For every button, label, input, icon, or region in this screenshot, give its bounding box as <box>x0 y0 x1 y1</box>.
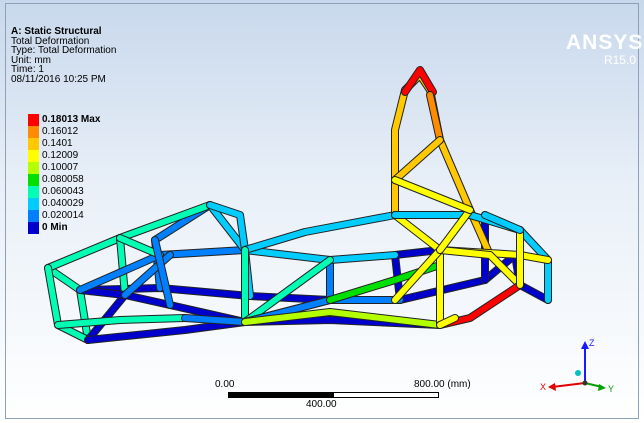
frame-tube <box>182 297 403 325</box>
legend-swatch <box>28 186 39 198</box>
y-axis-arrow <box>598 384 606 391</box>
frame-tube <box>207 202 248 253</box>
legend-swatch <box>28 162 39 174</box>
frame-tube <box>117 235 163 258</box>
logo-version: R15.0 <box>603 53 636 67</box>
legend-row: 0 Min <box>28 222 148 234</box>
frame-tube <box>392 177 473 213</box>
frame-tube <box>392 247 443 303</box>
frame-tube <box>437 315 458 328</box>
z-axis-label: Z <box>589 338 595 348</box>
frame-tube <box>482 212 523 233</box>
legend-swatch <box>28 222 39 234</box>
frame-tube <box>437 247 523 288</box>
frame-tube <box>117 235 128 298</box>
axis-triad[interactable]: Z X Y <box>540 335 620 395</box>
result-info: A: Static Structural Total Deformation T… <box>11 27 116 85</box>
legend-label: 0.040029 <box>42 198 84 209</box>
z-axis-arrow <box>581 341 589 349</box>
x-axis-label: X <box>540 382 546 392</box>
logo-brand: ANSYS <box>566 31 644 54</box>
scale-left-label: 0.00 <box>215 379 235 390</box>
legend-swatch <box>28 150 39 162</box>
legend-label: 0 Min <box>42 222 68 233</box>
result-type: Type: Total Deformation <box>11 45 117 57</box>
legend-row: 0.1401 <box>28 138 148 150</box>
scale-middle-label: 400.00 <box>306 399 337 410</box>
frame-tube <box>242 309 443 328</box>
legend-swatch <box>28 210 39 222</box>
legend-label: 0.060043 <box>42 186 84 197</box>
legend-row: 0.16012 <box>28 126 148 138</box>
scale-bar-fill <box>228 392 334 398</box>
legend-label: 0.18013 Max <box>42 114 101 125</box>
legend-row: 0.10007 <box>28 162 148 174</box>
frame-tube <box>77 287 248 325</box>
legend-label: 0.080058 <box>42 174 84 185</box>
legend-label: 0.1401 <box>42 138 73 149</box>
frame-tube <box>242 212 398 253</box>
frame-tube <box>152 237 173 308</box>
legend-label: 0.12009 <box>42 150 79 161</box>
viewport-frame <box>5 3 639 419</box>
legend-swatch <box>28 198 39 210</box>
frame-tube <box>55 315 188 328</box>
result-datetime: 08/11/2016 10:25 PM <box>11 73 106 85</box>
triad-origin <box>582 380 588 386</box>
result-name: Total Deformation <box>11 35 90 47</box>
legend-row: 0.080058 <box>28 174 148 186</box>
legend-swatch <box>28 174 39 186</box>
legend-row: 0.040029 <box>28 198 148 210</box>
legend-swatch <box>28 138 39 150</box>
triad-origin-marker <box>575 370 581 376</box>
legend-label: 0.16012 <box>42 126 79 137</box>
x-axis-arrow <box>548 383 556 391</box>
frame-tube <box>427 92 443 143</box>
frame-tube <box>392 137 443 183</box>
y-axis-label: Y <box>608 384 614 394</box>
frame-tube <box>402 67 436 95</box>
result-unit: Unit: mm <box>11 54 51 66</box>
scale-bar: 0.00 800.00 (mm) 400.00 <box>210 377 471 411</box>
legend-row: 0.020014 <box>28 210 148 222</box>
frame-tube <box>437 207 473 253</box>
x-axis-line <box>551 382 586 388</box>
analysis-title: A: Static Structural <box>11 26 102 37</box>
legend-swatch <box>28 114 39 126</box>
ansys-logo: ANSYS R15.0 <box>566 31 644 67</box>
frame-tube <box>207 202 398 263</box>
legend-row: 0.12009 <box>28 150 148 162</box>
legend-row: 0.18013 Max <box>28 114 148 126</box>
legend-row: 0.060043 <box>28 186 148 198</box>
result-time: Time: 1 <box>11 64 44 76</box>
legend-label: 0.10007 <box>42 162 79 173</box>
legend-label: 0.020014 <box>42 210 84 221</box>
legend-swatch <box>28 126 39 138</box>
frame-tube <box>242 257 333 325</box>
scale-right-label: 800.00 (mm) <box>414 379 471 390</box>
